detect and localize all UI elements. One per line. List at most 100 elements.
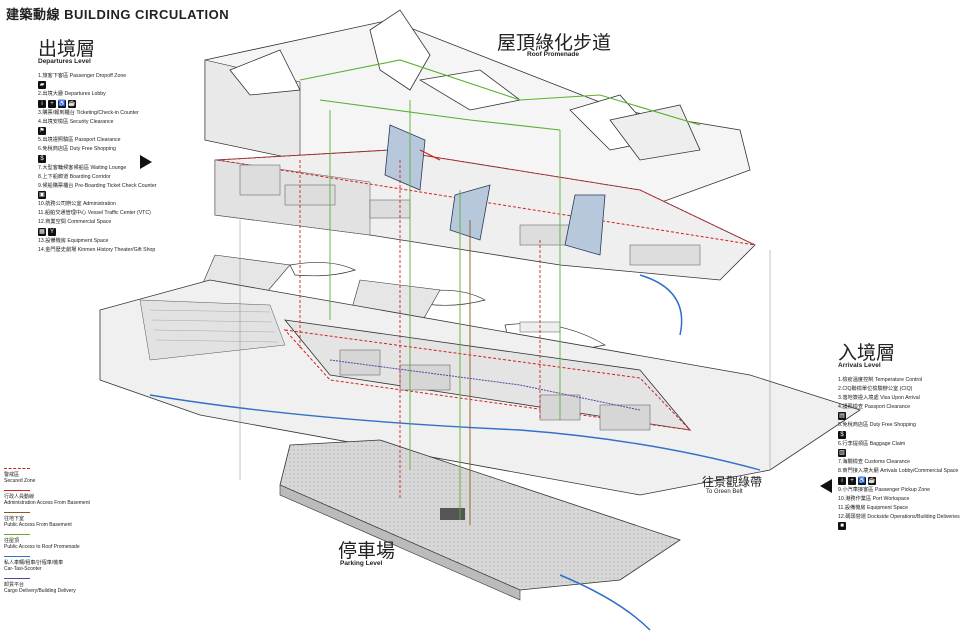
arrivals-level-subtitle: Arrivals Level [838,362,881,369]
legend-item: 11.船舶交通管理中心 Vessel Traffic Center (VTC) [38,210,188,217]
legend-text: 1.旅客下客區 Passenger Dropoff Zone [38,73,127,79]
shopping-icon: $ [838,430,846,439]
legend-item: 13.設備機房 Equipment Space [38,237,188,245]
first-aid-icon: + [48,99,56,108]
legend-item: 2.CIQ聯檢單位檢驗辦公室 (CIQ) [838,386,956,393]
legend-item: 3.落地簽證入境處 Visa Upon Arrival [838,394,956,402]
legend-item: 7.海關檢查 Customs Clearance [838,459,956,466]
legend-icons: ▥ [838,449,956,458]
legend-item: 8.上下船廊道 Boarding Corridor [38,173,188,181]
legend-item: 10.港務作業區 Port Workspace [838,496,956,503]
circulation-zh: 往地下室 [4,516,25,522]
passport-icon: ▤ [838,412,846,421]
circulation-admin: 行政人員動線 Administration Access From Baseme… [4,490,90,506]
legend-text: 9.候船購票櫃台 Pre-Boarding Ticket Check Count… [38,182,157,189]
legend-text: 3.落地簽證入境處 Visa Upon Arrival [838,394,920,401]
green-belt-sublabel: To Green Belt [706,489,743,495]
legend-text: 3.購票/報到櫃台 Ticketing/Check-in Counter [38,109,139,116]
legend-item: 6.行李提領區 Baggage Claim ▥ [838,441,956,458]
legend-icons: i+♿☕ [38,99,188,108]
info-icon: i [38,99,46,108]
first-aid-icon: + [848,476,856,485]
info-icon: i [838,476,846,485]
legend-text: 10.航務公司辦公室 Administration [38,201,116,208]
arrivals-level-title: 入境層 [838,342,896,364]
diagram-title: 建築動線 BUILDING CIRCULATION [6,7,230,22]
roof-level-subtitle: Roof Promenade [527,51,580,58]
restroom-icon: ♿ [858,476,866,485]
legend-item: 3.購票/報到櫃台 Ticketing/Check-in Counter [38,109,188,117]
circulation-zh: 卸貨平台 [4,582,25,588]
legend-text: 5.出境證照驗區 Passport Clearance [38,137,121,144]
legend-icons: i+♿☕ [838,476,956,485]
legend-text: 4.出境安檢區 Security Clearance [38,118,114,125]
public-basement-line [4,512,30,513]
roof-line [4,534,30,535]
legend-text: 14.金門歷史劇場 Kinmen History Theater/Gift Sh… [38,246,156,253]
admin-line [4,490,30,491]
shopping-icon: $ [38,154,46,163]
legend-text: 13.設備機房 Equipment Space [38,237,109,244]
circulation-zh: 行政人員動線 [4,494,35,500]
security-icon: ⚑ [38,127,46,136]
legend-text: 7.大型客輪候客候船區 Waiting Lounge [38,164,127,171]
green-belt-label: 往景觀綠帶 [702,475,763,489]
circulation-zh: 私人車輛/租車/計程車/機車 [4,560,64,566]
legend-icons: ■ [838,522,956,531]
legend-icons: ⚑ [38,127,188,136]
legend-text: 12.碼頭營運 Dockside Operations/Building Del… [838,513,960,520]
legend-item: 11.設備機房 Equipment Space [838,504,956,512]
legend-item: 9.小汽車接客區 Passenger Pickup Zone [838,487,956,494]
delivery-icon: ■ [838,522,846,531]
departures-level-title: 出境層 [38,38,96,60]
arrivals-level [99,279,861,496]
legend-text: 5.免稅商店區 Duty Free Shopping [838,422,916,429]
vehicle-line [4,556,30,557]
arrow-left-icon [820,479,832,493]
legend-text: 12.商業空間 Commercial Space [38,219,112,226]
circulation-zh: 警戒區 [4,472,20,478]
legend-text: 7.海關檢查 Customs Clearance [838,459,911,466]
legend-item: 8.商門接入境大廳 Arrivals Lobby/Commercial Spac… [838,468,958,485]
circulation-legend: 警戒區 Secured Zone 行政人員動線 Administration A… [4,468,90,600]
circulation-secured-zone: 警戒區 Secured Zone [4,468,90,484]
circulation-en: Public Access to Roof Promenade [4,544,80,550]
circulation-en: Secured Zone [4,478,36,484]
restroom-icon: ♿ [58,99,66,108]
legend-item: 6.免稅商店區 Duty Free Shopping $ [38,146,188,163]
legend-text: 1.檢疫溫度控制 Temperature Control [838,377,923,383]
legend-item: 4.出境安檢區 Security Clearance ⚑ [38,118,188,136]
dining-icon: Y [48,227,56,236]
legend-item: 14.金門歷史劇場 Kinmen History Theater/Gift Sh… [38,246,188,254]
legend-item: 12.碼頭營運 Dockside Operations/Building Del… [838,514,960,531]
arrivals-legend: 1.檢疫溫度控制 Temperature Control 2.CIQ聯檢單位檢驗… [838,377,960,533]
car-icon: ▰ [38,81,46,90]
legend-icons: ▦Y [38,227,188,236]
legend-item: 1.旅客下客區 Passenger Dropoff Zone ▰ [38,73,188,90]
legend-text: 11.設備機房 Equipment Space [838,504,908,511]
legend-icons: ▤ [838,412,956,421]
circulation-en: Public Access From Basement [4,522,72,528]
shop-icon: ▦ [38,227,46,236]
legend-item: 4.護照檢查 Passport Clearance ▤ [838,404,956,421]
legend-item: 5.出境證照驗區 Passport Clearance [38,137,188,144]
circulation-en: Administration Access From Basement [4,500,90,506]
circulation-public-basement: 往地下室 Public Access From Basement [4,512,90,528]
cargo-line [4,578,30,579]
legend-item: 1.檢疫溫度控制 Temperature Control [838,377,956,384]
legend-text: 8.上下船廊道 Boarding Corridor [38,173,111,180]
circulation-en: Cargo Delivery/Building Delivery [4,588,76,594]
circulation-vehicles: 私人車輛/租車/計程車/機車 Car-Taxi-Scooter [4,556,90,572]
legend-item: 5.免稅商店區 Duty Free Shopping $ [838,422,956,439]
parking-level-title: 停車場 [338,540,396,562]
legend-item: 9.候船購票櫃台 Pre-Boarding Ticket Check Count… [38,182,188,200]
circulation-roof: 往屋頂 Public Access to Roof Promenade [4,534,90,550]
legend-text: 11.船舶交通管理中心 Vessel Traffic Center (VTC) [38,210,151,217]
cafe-icon: ☕ [868,476,876,485]
baggage-icon: ▥ [838,449,846,458]
legend-icons: $ [838,430,956,439]
legend-icons: $ [38,154,188,163]
departures-legend: 1.旅客下客區 Passenger Dropoff Zone ▰ 2.出境大廳 … [38,73,188,257]
legend-item: 7.大型客輪候客候船區 Waiting Lounge [38,164,188,172]
